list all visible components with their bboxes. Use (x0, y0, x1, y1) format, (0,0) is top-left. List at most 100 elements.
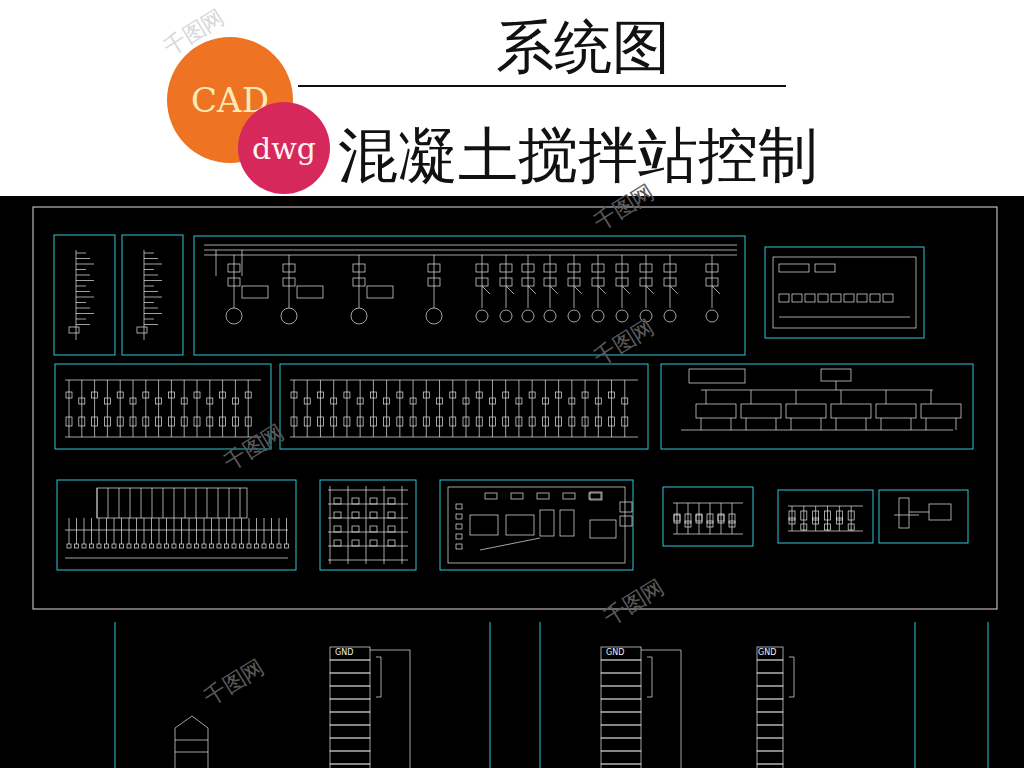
terminal (195, 544, 199, 548)
relay-contact (801, 524, 807, 530)
schematic-sheet (55, 364, 271, 449)
hopper-symbol (537, 493, 549, 499)
wire (249, 518, 250, 544)
wire (151, 518, 152, 544)
terminal (180, 544, 184, 548)
wire (144, 286, 154, 287)
wire (803, 506, 804, 531)
relay-coil (194, 417, 200, 426)
wire (144, 302, 154, 303)
plc-module (97, 488, 247, 518)
relay-coil (352, 540, 359, 546)
wire (732, 503, 733, 534)
device-symbol (815, 264, 835, 272)
motor-symbol (351, 308, 367, 324)
indicator (456, 534, 462, 539)
terminal (157, 544, 161, 548)
relay-contact (463, 398, 469, 404)
wire (550, 286, 558, 294)
wire (677, 503, 678, 534)
wire (166, 518, 167, 544)
relay-coil (595, 417, 601, 426)
table-cell (330, 686, 370, 699)
relay-coil (143, 417, 149, 426)
wire (841, 390, 842, 404)
wire (598, 286, 606, 294)
relay-coil (232, 417, 238, 426)
relay-contact (92, 392, 98, 398)
sheet-edge (540, 622, 541, 768)
relay-coil (370, 512, 377, 518)
relay-coil (331, 417, 337, 426)
wire (894, 515, 919, 516)
terminal (277, 544, 281, 548)
badge-label: dwg (252, 131, 316, 166)
wire (133, 380, 134, 437)
relay-coil (370, 540, 377, 546)
relay-coil (384, 417, 390, 426)
wire (701, 418, 702, 430)
wire (776, 418, 777, 430)
bus-bar (673, 534, 743, 535)
indicator (456, 504, 462, 509)
table-cell (757, 764, 783, 768)
wire (209, 380, 210, 437)
screen-outline (448, 487, 625, 563)
wire (827, 506, 828, 531)
terminal (240, 544, 244, 548)
wire (174, 488, 175, 518)
wire (815, 506, 816, 531)
breaker-symbol (616, 264, 628, 272)
sheet-border (663, 487, 753, 546)
panel-button (779, 294, 789, 302)
terminal (262, 544, 266, 548)
wire (76, 302, 86, 303)
wire (279, 518, 280, 544)
relay-contact (848, 524, 854, 530)
pin-name: GND (606, 649, 624, 658)
terminal (225, 544, 229, 548)
relay-coil (388, 540, 395, 546)
sheet-title: 系统图 (496, 18, 670, 76)
wire (136, 518, 137, 544)
relay-coil (304, 417, 310, 426)
breaker-symbol (476, 264, 488, 272)
relay-coil (181, 417, 187, 426)
wire (532, 380, 533, 437)
wire (271, 518, 272, 544)
relay-coil (334, 540, 341, 546)
schematic-sheet (280, 364, 648, 449)
wire (646, 255, 647, 308)
wire (712, 255, 713, 308)
wire (307, 380, 308, 437)
relay-contact (450, 392, 456, 398)
table-cell (330, 673, 370, 686)
schematic-sheet (122, 235, 183, 355)
wire (207, 488, 208, 518)
relay-coil (423, 417, 429, 426)
wire (65, 558, 288, 559)
relay-contact (569, 398, 575, 404)
schematic-sheet (661, 364, 973, 449)
relay-coil (317, 417, 323, 426)
hopper-symbol (589, 493, 601, 499)
panel-outline (773, 257, 916, 328)
relay-coil (529, 417, 535, 426)
wire (130, 488, 131, 518)
wire (796, 390, 797, 404)
relay-contact (331, 398, 337, 404)
relay-coil (352, 512, 359, 518)
sheet-border (57, 480, 296, 570)
breaker-symbol (640, 264, 652, 272)
star-delta-symbol (297, 286, 323, 298)
wire (598, 380, 599, 437)
wire (107, 380, 108, 437)
conveyor (480, 538, 540, 550)
schematic-sheet (57, 480, 296, 570)
relay-coil (718, 514, 724, 523)
terminal (270, 544, 274, 548)
wire (366, 486, 367, 564)
wire (108, 488, 109, 518)
contactor-symbol (706, 278, 718, 286)
motor-symbol (568, 310, 580, 322)
